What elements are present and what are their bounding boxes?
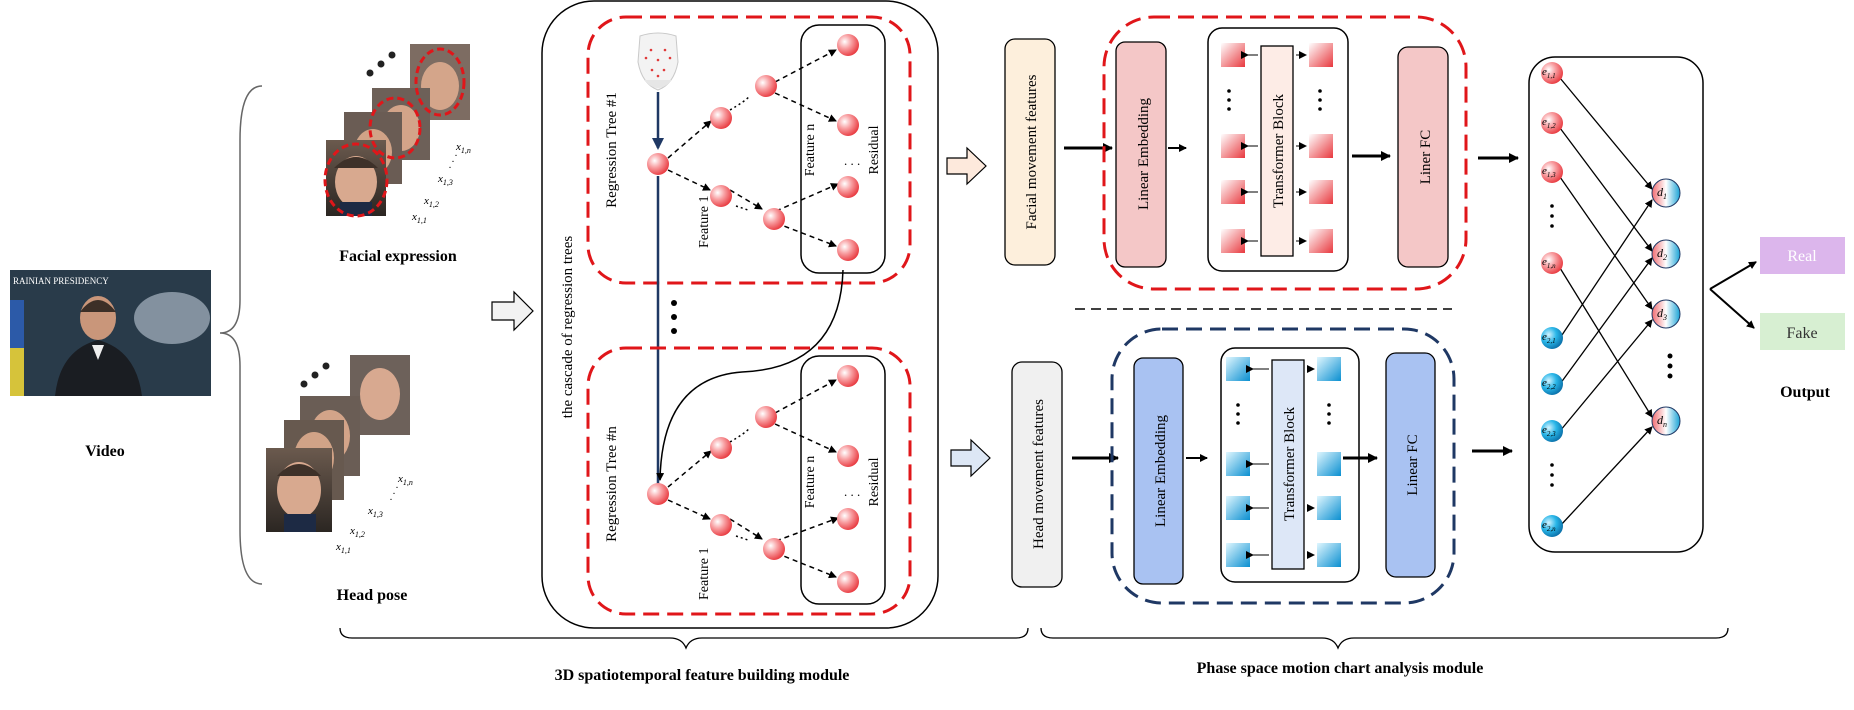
head-transformer-block <box>1271 359 1305 570</box>
svg-text:dn: dn <box>1657 413 1667 429</box>
head-linear-embedding-box <box>1133 357 1184 585</box>
hollow-arrow-to-facial-features <box>946 146 987 186</box>
cascade-caption: the cascade of regression trees <box>560 236 576 419</box>
facial-frame-indices: x1,1 x1,2 x1,3 . . . x1,n <box>411 141 471 225</box>
svg-text:x1,2: x1,2 <box>423 195 439 209</box>
tree-n-label: Regression Tree #n <box>604 426 620 542</box>
facial-token-arrows <box>1241 51 1307 245</box>
regression-tree-1: Regression Tree #1 Feature 1 Feature n R… <box>586 15 912 285</box>
svg-text:e2,2: e2,2 <box>1542 377 1556 391</box>
head-fc-label: Linear FC <box>1405 434 1421 495</box>
svg-text:x1,1: x1,1 <box>335 541 351 555</box>
head-token-arrows <box>1246 365 1315 559</box>
video-label: Video <box>85 443 124 460</box>
svg-text:d1: d1 <box>1657 185 1667 201</box>
head-frame-indices: x1,1 x1,2 x1,3 . . . x1,n <box>335 473 413 555</box>
facial-transformer-block <box>1260 45 1294 257</box>
real-label: Real <box>1787 248 1817 265</box>
svg-text:e2,n: e2,n <box>1542 519 1556 533</box>
real-box <box>1760 237 1845 274</box>
facial-movement-features-box <box>1004 38 1056 266</box>
svg-text:x1,3: x1,3 <box>437 173 453 187</box>
facial-linear-embedding-box <box>1115 41 1167 268</box>
tree-n-feature-1: Feature 1 <box>697 548 712 600</box>
hollow-arrow-to-cascade <box>491 290 534 332</box>
residual-to-tree-n-curve <box>656 269 844 481</box>
facial-expression-frames <box>323 44 470 218</box>
svg-text:e1,2: e1,2 <box>1542 116 1556 130</box>
head-linear-embedding-label: Linear Embedding <box>1153 414 1169 527</box>
fusion-edges <box>1559 77 1653 527</box>
head-pose-frames <box>266 355 410 532</box>
svg-text:.: . <box>455 148 458 159</box>
fusion-nodes-e2: e2,1 e2,2 e2,3 e2,n <box>1541 327 1563 537</box>
fake-label: Fake <box>1786 325 1817 342</box>
head-pose-label: Head pose <box>337 587 408 604</box>
svg-text:x1,1: x1,1 <box>411 211 427 225</box>
video-banner: RAINIAN PRESIDENCY <box>13 276 109 286</box>
facial-fc-box <box>1397 46 1449 268</box>
svg-text:x1,n: x1,n <box>455 141 471 155</box>
svg-text:d3: d3 <box>1657 306 1667 322</box>
svg-text:x1,2: x1,2 <box>349 525 365 539</box>
facial-fc-label: Liner FC <box>1418 130 1434 185</box>
facial-expression-label: Facial expression <box>339 248 457 265</box>
svg-text:x1,3: x1,3 <box>367 505 383 519</box>
fusion-nodes-e1: e1,1 e1,2 e1,3 e1,n <box>1541 62 1563 274</box>
facial-token-squares <box>1221 43 1333 253</box>
head-transformer-container <box>1220 347 1360 583</box>
svg-text:.: . <box>390 492 393 503</box>
regression-tree-n: Regression Tree #n Feature 1 Feature n R… <box>586 346 912 616</box>
facial-linear-embedding-label: Linear Embedding <box>1136 97 1152 210</box>
svg-text:e1,n: e1,n <box>1542 256 1556 270</box>
svg-text:.: . <box>452 154 455 165</box>
tree-n-residual: Residual <box>867 457 882 506</box>
svg-text:. . .: . . . <box>844 153 860 168</box>
hollow-arrow-to-head-features <box>950 438 991 478</box>
fusion-graph-container <box>1528 56 1704 553</box>
head-token-squares <box>1226 357 1341 567</box>
tree-1-residual: Residual <box>867 125 882 174</box>
module-1-brace <box>339 627 1029 650</box>
output-label: Output <box>1780 384 1830 401</box>
tree-1-label: Regression Tree #1 <box>604 92 620 208</box>
svg-text:e1,1: e1,1 <box>1542 66 1556 80</box>
facial-movement-features-label: Facial movement features <box>1024 74 1040 229</box>
module-1-label: 3D spatiotemporal feature building modul… <box>555 667 850 684</box>
head-branch-container <box>1110 327 1456 605</box>
tree-1-feature-n: Feature n <box>803 124 818 176</box>
module-2-brace <box>1040 627 1729 650</box>
svg-text:d2: d2 <box>1657 246 1667 262</box>
svg-text:x1,n: x1,n <box>397 473 413 487</box>
head-movement-features-label: Head movement features <box>1031 399 1047 549</box>
facial-branch-container <box>1102 15 1468 291</box>
svg-text:.: . <box>393 486 396 497</box>
tree-1-feature-1: Feature 1 <box>697 196 712 248</box>
svg-text:e2,1: e2,1 <box>1542 331 1556 345</box>
svg-text:e2,3: e2,3 <box>1542 424 1556 438</box>
cascade-container <box>541 0 939 629</box>
facial-transformer-container <box>1207 27 1349 272</box>
video-thumbnail: RAINIAN PRESIDENCY <box>10 270 211 396</box>
svg-text:. . .: . . . <box>844 484 860 499</box>
head-transformer-label: Transformer Block <box>1282 406 1298 521</box>
module-2-label: Phase space motion chart analysis module <box>1197 660 1484 677</box>
fusion-nodes-d: d1 d2 d3 dn <box>1651 178 1681 436</box>
svg-text:.: . <box>396 480 399 491</box>
head-fc-box <box>1385 352 1436 578</box>
input-brace <box>219 85 263 585</box>
head-movement-features-box <box>1011 361 1063 588</box>
facial-transformer-label: Transformer Block <box>1271 93 1287 208</box>
svg-text:e1,3: e1,3 <box>1542 165 1556 179</box>
fake-box <box>1760 313 1845 350</box>
svg-text:.: . <box>449 160 452 171</box>
tree-n-feature-n: Feature n <box>803 456 818 508</box>
